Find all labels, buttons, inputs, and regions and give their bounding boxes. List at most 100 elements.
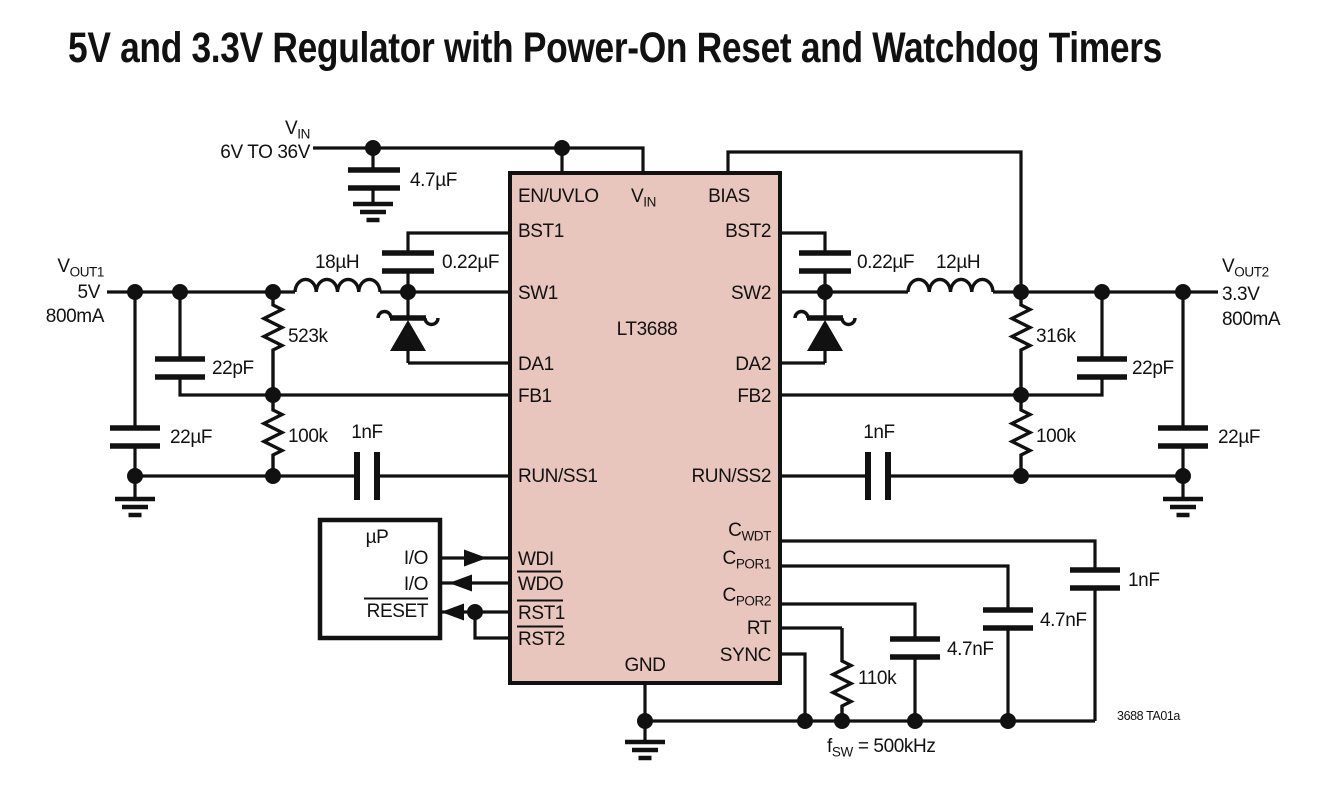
diode-d2-schottky xyxy=(793,292,857,363)
cap-ff2-22pf xyxy=(1077,356,1127,380)
wire-sync xyxy=(780,652,807,721)
signal-arrows xyxy=(441,549,487,621)
wire-gnd-bus-right xyxy=(780,474,1185,499)
node-labels: VIN 6V TO 36V 4.7µF VOUT1 5V 800mA 18µH … xyxy=(46,118,1282,760)
label-cap-out1: 22µF xyxy=(170,427,212,448)
label-fsw: fSW= 500kHz xyxy=(827,736,935,760)
cap-wdt-1nf xyxy=(1070,567,1120,591)
label-cap-wdt: 1nF xyxy=(1128,570,1160,591)
label-vout1: VOUT1 xyxy=(57,256,104,280)
arrow-rst-icon xyxy=(441,603,464,621)
microprocessor-box xyxy=(317,517,443,641)
label-vin: VIN xyxy=(285,118,310,142)
cap-bst2-022u xyxy=(799,250,851,274)
page-title: 5V and 3.3V Regulator with Power-On Rese… xyxy=(68,24,1162,72)
wire-fb1 xyxy=(178,292,510,397)
pin-bias: BIAS xyxy=(708,186,750,207)
cap-ff1-22pf xyxy=(155,356,205,380)
pin-bst1: BST1 xyxy=(518,221,564,242)
pin-rt: RT xyxy=(747,618,772,639)
label-vout2-current: 800mA xyxy=(1222,309,1281,330)
pin-run-ss1: RUN/SS1 xyxy=(518,466,598,487)
label-resistor-523k: 523k xyxy=(288,326,329,347)
wire-bst2 xyxy=(780,231,827,292)
cap-out2-22uf xyxy=(1158,425,1208,449)
pin-rst2: RST2 xyxy=(518,629,565,650)
pin-sw2: SW2 xyxy=(731,283,771,304)
label-vin-range: 6V TO 36V xyxy=(220,142,310,163)
label-inductor-l2: 12µH xyxy=(936,252,980,273)
wire-rst2 xyxy=(473,612,510,640)
pin-sw1: SW1 xyxy=(518,283,558,304)
label-cap-ss2: 1nF xyxy=(863,422,895,443)
wire-cpor2 xyxy=(780,602,917,721)
ground-symbol-left xyxy=(115,496,155,518)
label-vout2-voltage: 3.3V xyxy=(1222,284,1260,305)
label-cap-bst1: 0.22µF xyxy=(442,252,499,273)
label-inductor-l1: 18µH xyxy=(315,252,359,273)
ic-pin-labels: EN/UVLO VIN BIAS BST1 SW1 DA1 FB1 RUN/SS… xyxy=(517,186,772,676)
wire-cwdt xyxy=(780,539,1097,721)
pin-sync: SYNC xyxy=(720,645,771,666)
ground-symbol-input xyxy=(353,201,393,223)
resistor-100k-right xyxy=(1008,395,1034,476)
ic-body xyxy=(508,171,782,685)
cap-out1-22uf xyxy=(110,425,160,449)
micro-io-top: I/O xyxy=(404,548,428,569)
cap-bst1-022u xyxy=(382,250,434,274)
wire-fb2 xyxy=(780,292,1104,397)
wire-bias xyxy=(726,150,1023,292)
pin-fb2: FB2 xyxy=(737,386,771,407)
pin-fb1: FB1 xyxy=(518,386,552,407)
micro-name: µP xyxy=(366,527,389,548)
cap-por2-4n7 xyxy=(890,636,940,660)
pin-wdi: WDI xyxy=(518,549,554,570)
label-cap-ss1: 1nF xyxy=(351,422,383,443)
pin-vin: VIN xyxy=(631,186,656,210)
resistor-523k xyxy=(260,292,286,395)
microprocessor-labels: µP I/O I/O RESET xyxy=(364,527,429,622)
pin-cpor1: CPOR1 xyxy=(723,548,772,572)
label-resistor-100k-left: 100k xyxy=(288,426,329,447)
pin-wdo: WDO xyxy=(518,574,563,595)
label-cap-out2: 22µF xyxy=(1218,427,1260,448)
pin-run-ss2: RUN/SS2 xyxy=(691,466,771,487)
label-vout2: VOUT2 xyxy=(1222,256,1269,280)
arrow-wdo-icon xyxy=(449,574,472,592)
resistor-110k xyxy=(829,628,855,721)
ic-part-number: LT3688 xyxy=(617,319,678,340)
label-cap-bst2: 0.22µF xyxy=(857,252,914,273)
micro-reset: RESET xyxy=(367,601,429,622)
figure-number: 3688 TA01a xyxy=(1117,709,1180,723)
cap-input-4u7 xyxy=(348,167,400,191)
pin-cpor2: CPOR2 xyxy=(723,585,772,609)
label-vout1-current: 800mA xyxy=(46,306,105,327)
label-vout1-voltage: 5V xyxy=(78,282,101,303)
pin-bst2: BST2 xyxy=(725,221,771,242)
inductor-l1-18uh xyxy=(293,277,382,293)
pin-da2: DA2 xyxy=(735,354,771,375)
cap-ss2-1nf xyxy=(865,452,891,500)
wire-cpor1 xyxy=(780,564,1010,721)
pin-cwdt: CWDT xyxy=(728,520,771,544)
components xyxy=(110,167,1208,761)
resistor-316k xyxy=(1008,292,1034,395)
ground-symbol-right xyxy=(1163,496,1203,518)
label-cap-por1: 4.7nF xyxy=(1040,610,1087,631)
inductor-l2-12uh xyxy=(906,277,995,293)
diode-d1-schottky xyxy=(376,292,440,363)
arrow-wdi-icon xyxy=(464,549,487,567)
cap-por1-4n7 xyxy=(983,607,1033,631)
label-resistor-110k: 110k xyxy=(858,668,897,689)
resistor-100k-left xyxy=(260,395,286,476)
label-resistor-100k-right: 100k xyxy=(1036,426,1077,447)
pin-rst1: RST1 xyxy=(518,603,565,624)
cap-ss1-1nf xyxy=(354,452,380,500)
label-resistor-316k: 316k xyxy=(1036,326,1077,347)
wire-vin-rail xyxy=(313,146,645,204)
label-cap-por2: 4.7nF xyxy=(947,639,994,660)
pin-da1: DA1 xyxy=(518,354,554,375)
label-cap-ff2: 22pF xyxy=(1132,358,1174,379)
